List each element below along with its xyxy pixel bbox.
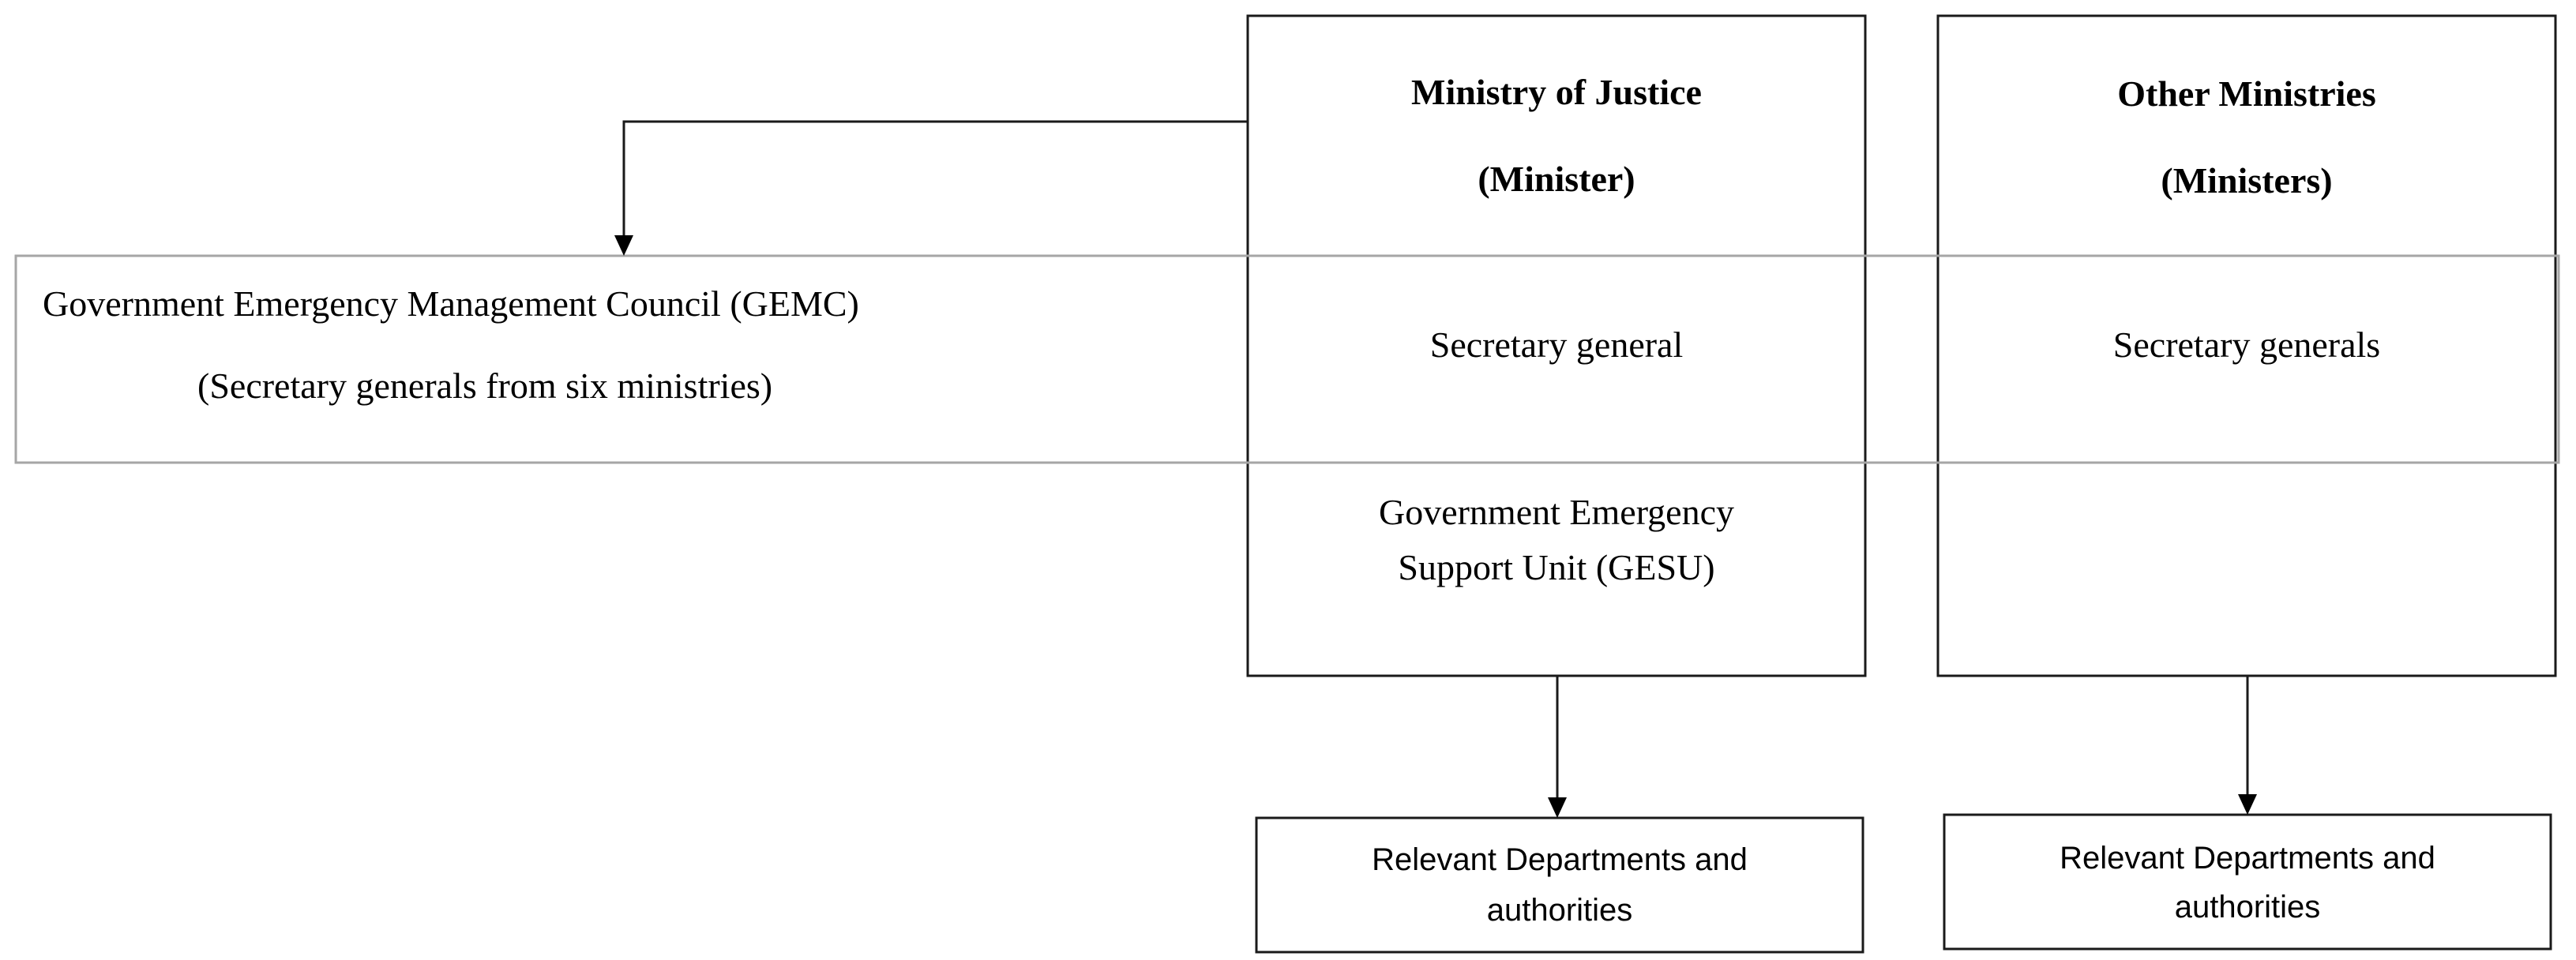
ministry-of-justice-secretary: Secretary general (1430, 324, 1684, 365)
gemc-label-line1: Government Emergency Management Council … (43, 283, 859, 324)
other-ministries-secretary: Secretary generals (2113, 324, 2380, 365)
arrowhead-gemc (614, 235, 633, 256)
departments-other-line2: authorities (2175, 890, 2321, 924)
departments-justice-box (1255, 816, 1864, 954)
gesu-label-line2: Support Unit (GESU) (1398, 547, 1714, 587)
ministry-of-justice-title: Ministry of Justice (1411, 72, 1702, 112)
departments-justice-line2: authorities (1487, 893, 1633, 928)
gemc-band (14, 254, 2560, 464)
departments-other-box (1943, 813, 2552, 951)
connector-justice-to-gemc (622, 120, 1248, 237)
other-ministries-title: Other Ministries (2117, 73, 2375, 114)
gesu-label-line1: Government Emergency (1379, 492, 1734, 532)
ministry-of-justice-box (1246, 14, 1867, 677)
ministry-of-justice-role: (Minister) (1478, 159, 1635, 199)
gemc-label-line2: (Secretary generals from six ministries) (197, 366, 772, 406)
departments-justice-line1: Relevant Departments and (1372, 842, 1748, 877)
arrowhead-departments-justice (1548, 797, 1567, 818)
other-ministries-box (1936, 14, 2557, 677)
other-ministries-role: (Ministers) (2161, 160, 2332, 201)
arrowhead-departments-other (2238, 794, 2257, 815)
departments-other-line1: Relevant Departments and (2060, 841, 2435, 876)
